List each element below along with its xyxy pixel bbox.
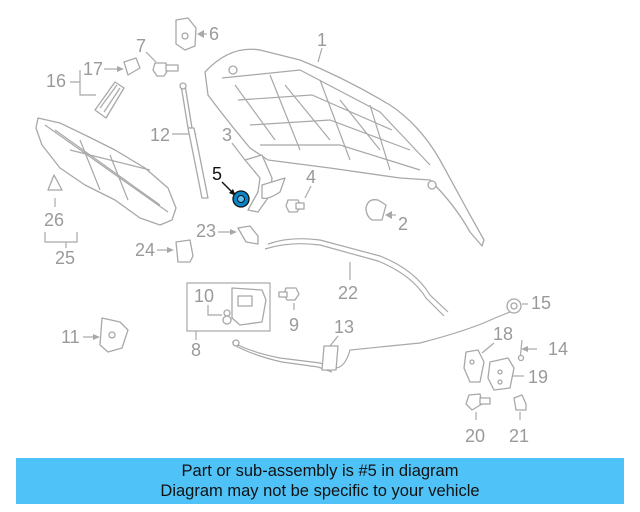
bolt-part-4 [285,199,305,213]
clip-part-21 [513,394,527,411]
parts-diagram: 1 6 7 16 17 12 [35,17,568,446]
callout-6: 6 [209,24,219,44]
callout-12: 12 [150,125,170,145]
callout-20: 20 [465,426,485,446]
callout-15: 15 [531,293,551,313]
callout-1: 1 [317,30,327,50]
caption-line-2: Diagram may not be specific to your vehi… [160,482,480,500]
callout-8: 8 [191,340,201,360]
bracket-part-19 [487,357,515,391]
hood-panel [204,48,485,247]
clip-part-23 [237,225,259,245]
bumper-stop-part-2 [365,199,387,221]
grommet-part-15 [506,298,522,314]
callout-21: 21 [509,426,529,446]
release-cable-part-13 [231,309,516,373]
gas-strut-part-12 [179,82,209,199]
callout-26: 26 [44,210,64,230]
clip-part-26 [47,174,63,191]
callout-14: 14 [548,339,568,359]
caption-line-1: Part or sub-assembly is #5 in diagram [181,462,459,480]
bumper-part-5-highlighted [232,190,250,208]
info-banner: Part or sub-assembly is #5 in diagram Di… [16,458,624,504]
bolt-part-20 [465,393,491,411]
bolt-part-9 [278,287,300,301]
seal-part-17 [123,57,141,76]
callout-24: 24 [135,240,155,260]
callout-4: 4 [306,167,316,187]
callout-11: 11 [61,327,80,347]
clip-part-14 [517,339,525,362]
callout-23: 23 [196,221,216,241]
callout-7: 7 [136,36,146,56]
seal-part-22 [264,238,449,317]
hinge-bracket-part-6 [175,17,197,51]
hinge-part-3 [244,154,286,213]
callout-9: 9 [289,315,299,335]
handle-part-18 [463,349,485,383]
clip-part-24 [175,239,194,263]
callout-18: 18 [493,324,513,344]
callout-19: 19 [528,367,548,387]
callout-3: 3 [222,125,232,145]
callout-16: 16 [46,71,66,91]
callout-17: 17 [83,59,103,79]
insulation-pad-part-25 [35,117,177,226]
bolt-part-7 [152,62,179,77]
callout-25: 25 [55,248,75,268]
callout-22: 22 [338,283,358,303]
callout-2: 2 [398,214,408,234]
striker-part-11 [99,317,129,353]
latch-assembly-box-part-8 [186,282,271,332]
callout-10: 10 [194,286,214,306]
insulator-part-16 [94,81,125,119]
callout-13: 13 [334,317,354,337]
callout-5: 5 [212,164,222,184]
